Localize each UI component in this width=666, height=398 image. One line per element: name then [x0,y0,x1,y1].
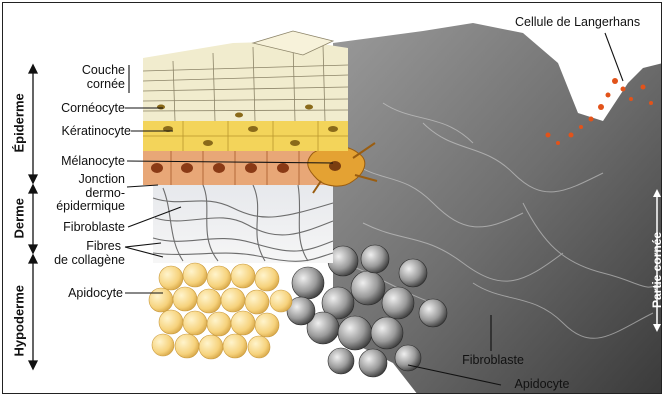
label-fibroblaste-left: Fibroblaste [39,220,125,234]
label-melanocyte: Mélanocyte [39,154,125,168]
label-apidocyte-left: Apidocyte [39,286,123,300]
label-apidocyte-bottom: Apidocyte [503,377,581,391]
label-fibres-2: de collagène [33,253,125,267]
label-partie-cornee: Partie cornée [650,212,662,308]
label-jonction-2: dermo- [39,186,125,200]
layer-label-derme: Derme [12,199,27,239]
label-couche-cornee-2: cornée [43,77,125,91]
label-jonction-1: Jonction [39,172,125,186]
layer-label-hypoderme: Hypoderme [12,269,27,357]
label-fibroblaste-bottom: Fibroblaste [451,353,535,367]
label-corneocyte: Cornéocyte [39,101,125,115]
label-couche-cornee-1: Couche [43,63,125,77]
label-jonction-3: épidermique [33,199,125,213]
figure-frame: Épiderme Derme Hypoderme Couche cornée C… [2,2,662,394]
label-keratinocyte: Kératinocyte [39,124,131,138]
label-langerhans: Cellule de Langerhans [515,15,640,29]
layer-label-epiderme: Épiderme [12,93,27,153]
label-fibres-1: Fibres [39,239,121,253]
